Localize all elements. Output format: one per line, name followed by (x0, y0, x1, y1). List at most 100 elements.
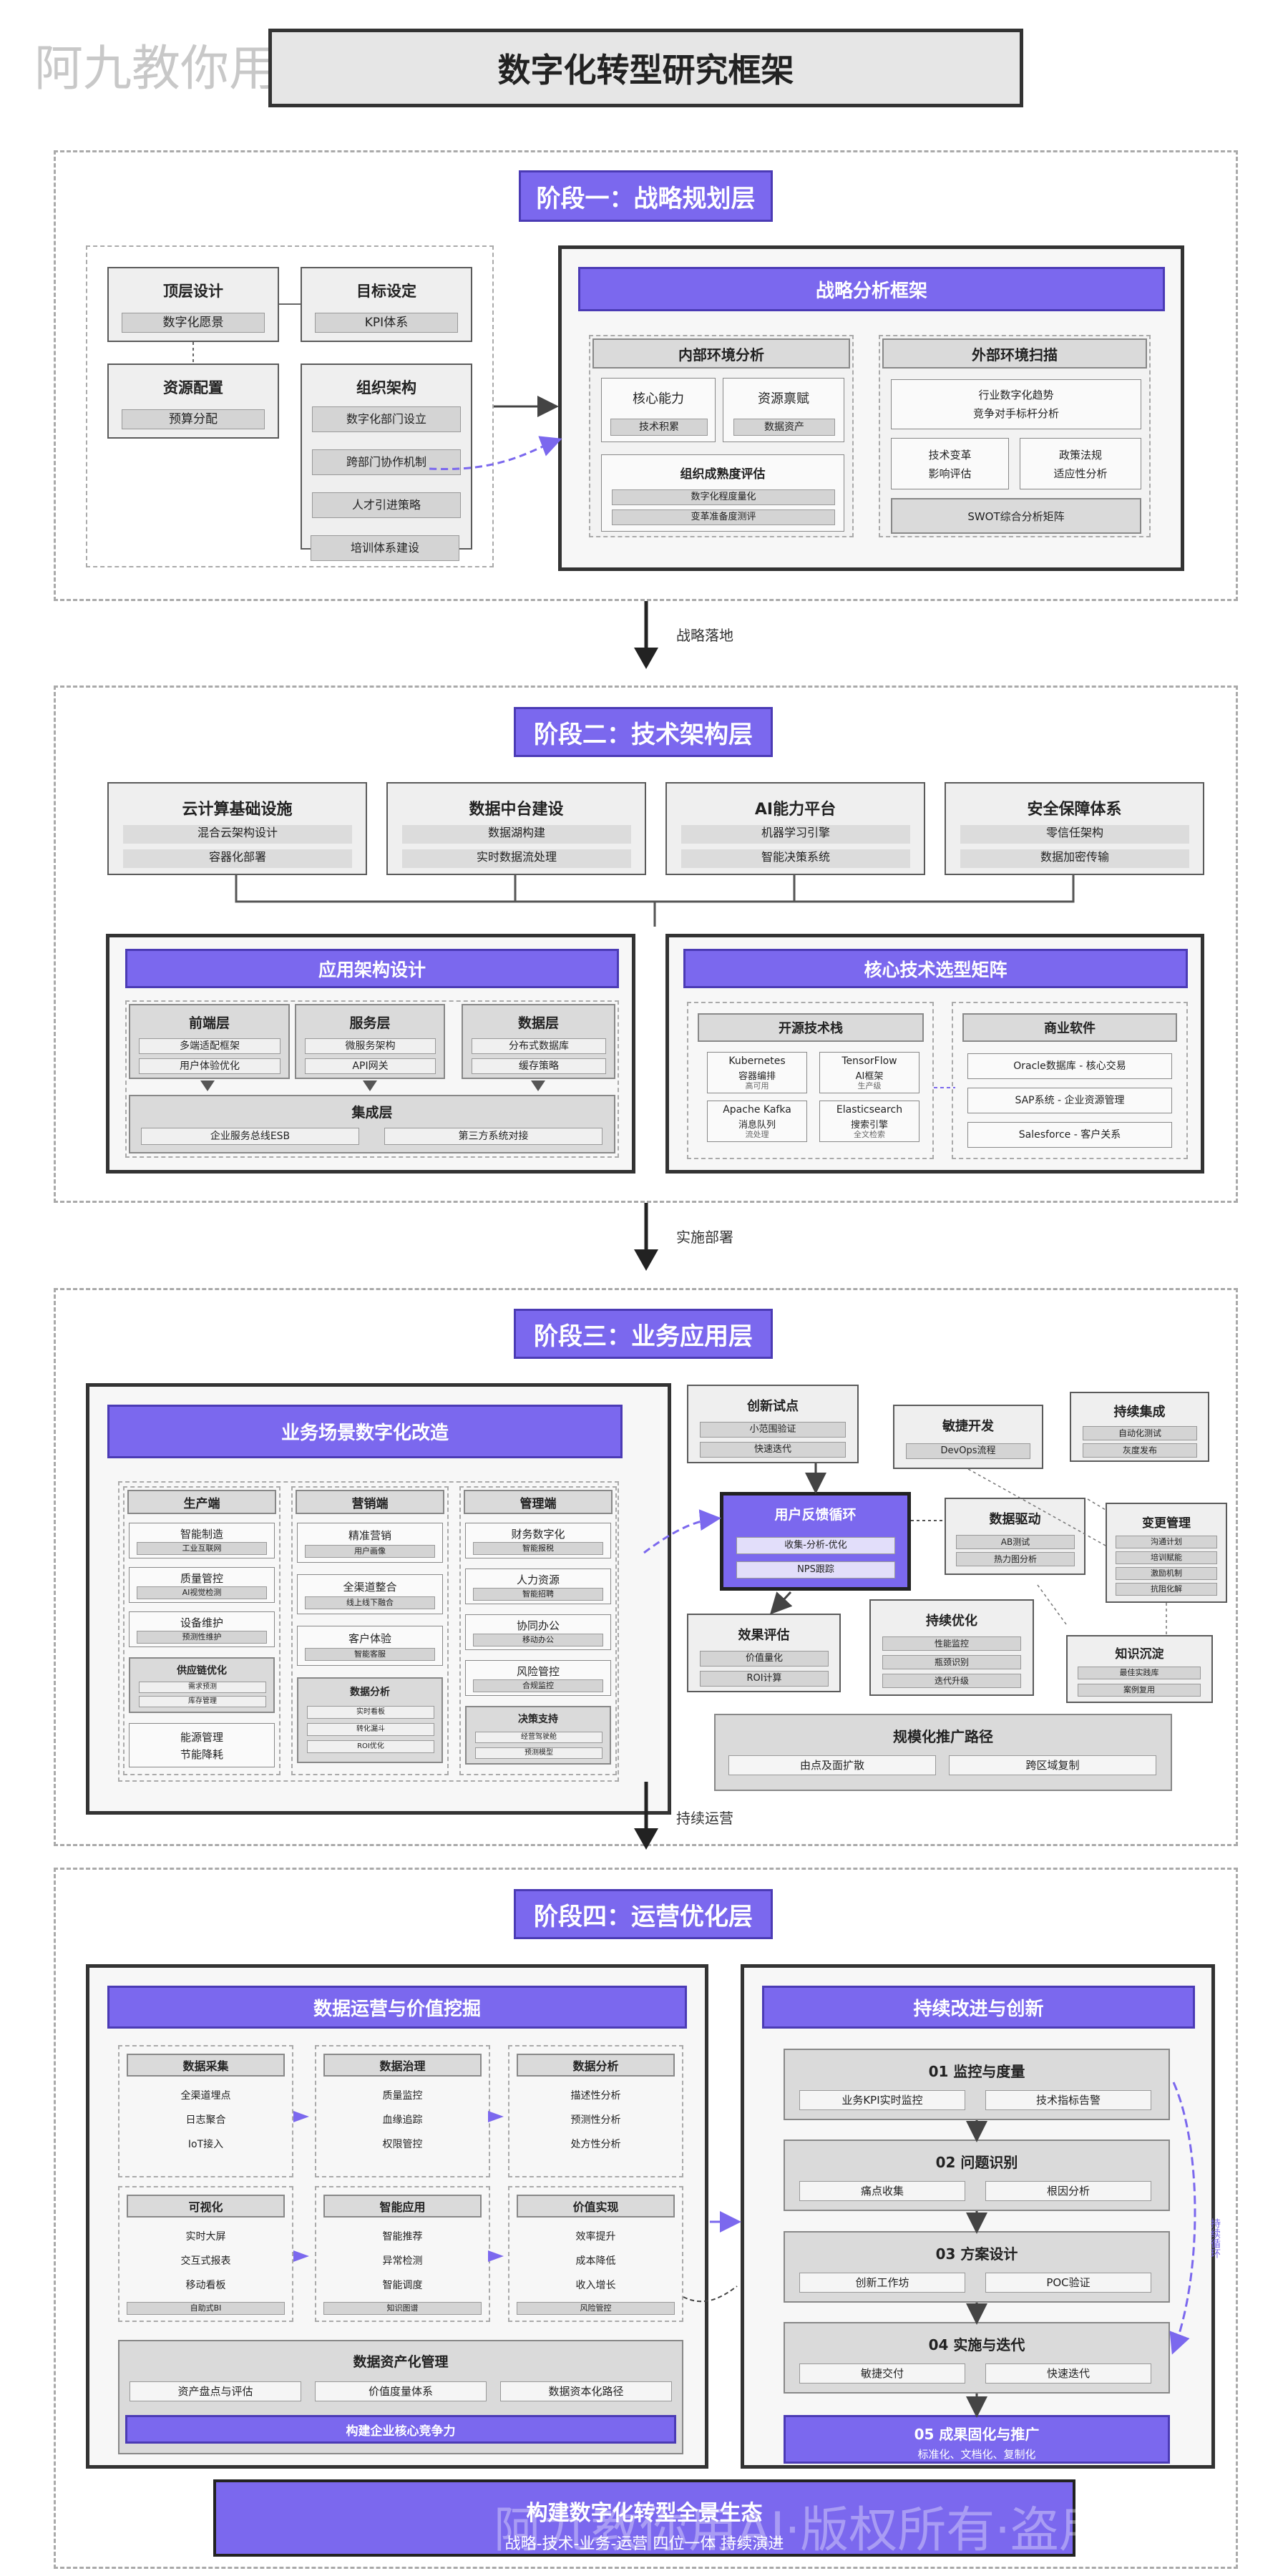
ops-header: 数据运营与价值挖掘 (107, 1986, 687, 2029)
tech-change-box: 技术变革 影响评估 (891, 438, 1009, 489)
biz-item-tag: AI视觉检测 (137, 1586, 267, 1599)
org-item: 跨部门协作机制 (312, 449, 461, 475)
ops-block-item: 权限管控 (382, 2139, 423, 2150)
footer-title: 构建数字化转型全景生态 (526, 2501, 763, 2526)
biz-item-tag: 合规监控 (473, 1679, 603, 1692)
ops-block-item: 处方性分析 (570, 2139, 621, 2150)
tech-card-desc: AI框架 (855, 1071, 884, 1082)
stage4-header: 阶段四：运营优化层 (514, 1889, 773, 1939)
infra-title: 云计算基础设施 (182, 801, 293, 819)
arrow-down-icon (634, 601, 658, 669)
resource-endowment-box: 资源禀赋 数据资产 (723, 378, 844, 442)
org-item: 数字化部门设立 (312, 406, 461, 432)
feedback-loop-item: 收集-分析-优化 (736, 1537, 895, 1554)
ops-block-title-box: 数据采集 (127, 2054, 285, 2077)
stage1-connectors (192, 303, 562, 471)
infra-box: 云计算基础设施 混合云架构设计 容器化部署 (107, 782, 367, 875)
industry-trend-line1: 行业数字化趋势 (978, 389, 1054, 401)
effect-item: 价值量化 (700, 1651, 829, 1667)
pilot-item: 小范围验证 (700, 1422, 846, 1438)
policy-box: 政策法规 适应性分析 (1020, 438, 1141, 489)
ops-block-item: 收入增长 (575, 2280, 616, 2291)
org-box: 组织架构 数字化部门设立 跨部门协作机制 人才引进策略 (301, 364, 472, 550)
commercial-title: 商业软件 (1044, 1021, 1096, 1036)
improve-header: 持续改进与创新 (762, 1986, 1195, 2029)
biz-item-title: 客户体验 (348, 1632, 391, 1645)
arrow-down-icon (634, 1782, 658, 1850)
biz-item: 协同办公移动办公 (465, 1614, 611, 1650)
biz-item-title: 决策支持 (518, 1714, 558, 1725)
improve-step-item: 创新工作坊 (799, 2273, 965, 2293)
feedback-loop-item: NPS跟踪 (736, 1561, 895, 1579)
improve-step-item: 痛点收集 (799, 2181, 965, 2201)
final-step-title: 05 成果固化与推广 (914, 2426, 1040, 2443)
tech-card-name: TensorFlow (841, 1055, 897, 1067)
internal-title: 内部环境分析 (678, 346, 764, 364)
ops-block: 价值实现 效率提升 成本降低 收入增长 风险管控 (508, 2186, 683, 2322)
page-title: 数字化转型研究框架 (497, 51, 794, 89)
industry-trend-line2: 竞争对手标杆分析 (972, 407, 1059, 420)
stage2-frame (54, 686, 1238, 1203)
biz-item: 全渠道整合线上线下融合 (297, 1574, 443, 1614)
biz-item-title: 协同办公 (516, 1619, 560, 1632)
infra-item: 实时数据流处理 (402, 849, 631, 868)
biz-item-tag: 实时看板 (307, 1706, 434, 1719)
ops-block-title-box: 可视化 (127, 2195, 285, 2218)
biz-item-tag: ROI优化 (307, 1740, 434, 1753)
org-item: 人才引进策略 (312, 492, 461, 518)
biz-item-title: 财务数字化 (511, 1528, 565, 1541)
internal-title-box: 内部环境分析 (592, 338, 850, 369)
biz-col (459, 1486, 617, 1775)
infra-box: 安全保障体系 零信任架构 数据加密传输 (945, 782, 1204, 875)
biz-header: 业务场景数字化改造 (107, 1405, 623, 1458)
improve-step-title: 04 实施与迭代 (928, 2336, 1025, 2353)
resource-endowment-item: 数据资产 (733, 419, 835, 436)
tech-card: Elasticsearch 搜索引擎 全文检索 (819, 1101, 919, 1142)
improve-step-item: POC验证 (985, 2273, 1151, 2293)
optimize-box: 持续优化 性能监控 瓶颈识别 迭代升级 (869, 1599, 1034, 1696)
page-title-box: 数字化转型研究框架 (268, 29, 1023, 107)
external-title-box: 外部环境扫描 (882, 338, 1147, 369)
ops-block-item: 效率提升 (575, 2231, 616, 2243)
ops-block-item: 交互式报表 (180, 2255, 231, 2267)
ops-block-foot: 自助式BI (127, 2302, 285, 2315)
biz-item-tag: 用户画像 (305, 1545, 435, 1558)
stage3-connectors (643, 1463, 1167, 1635)
biz-col-title-box: 营销端 (296, 1490, 444, 1514)
biz-col-title-box: 管理端 (464, 1490, 613, 1514)
infra-item: 数据加密传输 (960, 849, 1189, 868)
improve-step: 01 监控与度量 业务KPI实时监控 技术指标告警 (784, 2049, 1170, 2120)
biz-item: 客户体验智能客服 (297, 1626, 443, 1666)
maturity-title: 组织成熟度评估 (680, 467, 766, 482)
biz-item: 风险管控合规监控 (465, 1660, 611, 1696)
ops-block-item: 描述性分析 (570, 2090, 621, 2102)
arrow-label: 实施部署 (676, 1229, 733, 1246)
asset-item: 资产盘点与评估 (130, 2381, 301, 2401)
optimize-title: 持续优化 (926, 1614, 977, 1629)
change-mgmt-item: 激励机制 (1116, 1567, 1217, 1580)
top-design-item: 数字化愿景 (122, 313, 265, 333)
effect-title: 效果评估 (738, 1628, 790, 1643)
ops-block-item: 全渠道埋点 (180, 2090, 231, 2102)
tech-card: Kubernetes 容器编排 高可用 (707, 1052, 807, 1093)
change-mgmt-item: 培训赋能 (1116, 1551, 1217, 1564)
feedback-loop-box: 用户反馈循环 收集-分析-优化 NPS跟踪 (720, 1492, 911, 1591)
tech-card-tag: 高可用 (745, 1081, 769, 1091)
integration-item: 企业服务总线ESB (141, 1128, 359, 1145)
biz-item-tag: 转化漏斗 (307, 1723, 434, 1736)
pilot-item: 快速迭代 (700, 1442, 846, 1458)
ci-item: 自动化测试 (1083, 1426, 1197, 1440)
tech-card: TensorFlow AI框架 生产级 (819, 1052, 919, 1093)
biz-item-tag: 智能报税 (473, 1542, 603, 1555)
integration-title: 集成层 (351, 1105, 393, 1121)
goal-item: KPI体系 (315, 313, 458, 333)
biz-item-tag: 预测性维护 (137, 1631, 267, 1644)
ops-block-title: 可视化 (188, 2200, 223, 2214)
biz-item-tag: 智能客服 (305, 1648, 435, 1661)
agile-title: 敏捷开发 (942, 1419, 994, 1434)
data-driven-item: 热力图分析 (956, 1552, 1075, 1566)
ci-title: 持续集成 (1113, 1405, 1166, 1420)
layer-arrows (200, 1080, 545, 1091)
